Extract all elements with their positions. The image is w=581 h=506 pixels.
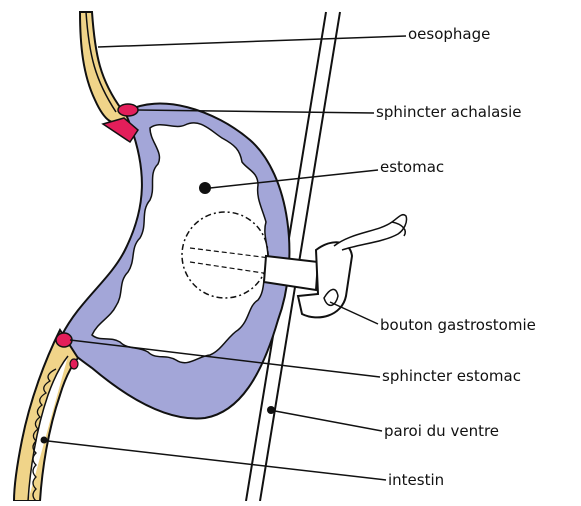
label-intestine: intestin: [388, 471, 444, 489]
label-stomach: estomac: [380, 158, 444, 176]
abdominal-wall-marker: [267, 406, 275, 414]
label-achalasia-sphincter: sphincter achalasie: [376, 103, 522, 121]
label-stomach-sphincter: sphincter estomac: [382, 367, 521, 385]
intestine-tube: [14, 330, 78, 501]
label-gastrostomy-button: bouton gastrostomie: [380, 316, 536, 334]
leader-gastrostomy-button: [330, 302, 378, 324]
leader-oesophagus: [98, 36, 406, 47]
stomach-marker: [199, 182, 211, 194]
leader-abdominal-wall: [275, 411, 382, 431]
stomach-lumen: [92, 123, 268, 363]
label-abdominal-wall: paroi du ventre: [384, 422, 499, 440]
leader-intestine: [48, 441, 386, 480]
intestine-marker: [41, 437, 48, 444]
label-oesophagus: oesophage: [408, 25, 490, 43]
